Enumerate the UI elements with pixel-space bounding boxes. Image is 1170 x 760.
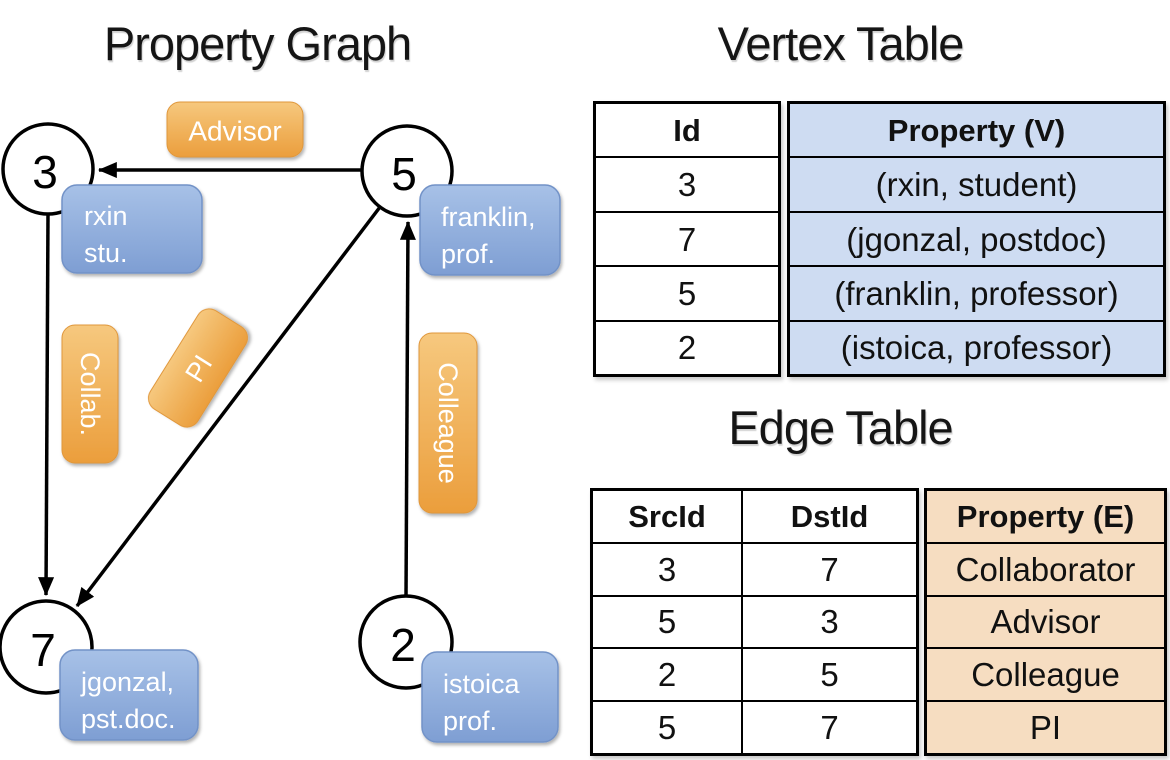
node-2-property-line1: istoica <box>443 669 521 699</box>
property-graph-title: Property Graph <box>103 17 412 70</box>
edge-table-title: Edge Table <box>728 401 953 454</box>
node-2-property-line2: prof. <box>443 706 497 736</box>
edge-src-cell: 3 <box>657 550 677 588</box>
edge-table-header-row: SrcId DstId <box>593 491 916 542</box>
edge-pi-arrow <box>75 205 382 608</box>
node-5-id: 5 <box>391 148 417 200</box>
table-row: 5 3 <box>593 594 916 648</box>
edge-src-cell: 5 <box>657 603 677 641</box>
edge-property-cell: Advisor <box>990 603 1101 641</box>
table-row: Advisor <box>927 594 1164 648</box>
vertex-property-cell: (rxin, student) <box>875 166 1078 204</box>
table-row: PI <box>927 700 1164 753</box>
edge-src-cell: 5 <box>657 709 677 747</box>
table-row: (istoica, professor) <box>790 319 1163 374</box>
node-3-property-line2: stu. <box>84 238 128 268</box>
edge-src-cell: 2 <box>657 656 677 694</box>
table-row: 3 7 <box>593 541 916 595</box>
edge-table-col-dstid: DstId <box>741 491 916 542</box>
vertex-property-cell: (franklin, professor) <box>834 274 1119 312</box>
table-row: 3 <box>596 156 778 210</box>
table-row: (rxin, student) <box>790 156 1163 210</box>
edge-property-cell: PI <box>1029 709 1062 747</box>
node-3-property-box: rxin stu. <box>61 184 203 274</box>
table-row: 5 7 <box>593 700 916 753</box>
node-3-property-line1: rxin <box>84 201 128 231</box>
vertex-table-header-row: Id <box>596 104 778 156</box>
table-row: 2 <box>596 319 778 374</box>
table-row: 5 <box>596 265 778 319</box>
node-5-property-line2: prof. <box>441 239 495 269</box>
edge-dst-cell: 3 <box>741 596 916 648</box>
edge-dst-cell: 7 <box>741 543 916 595</box>
vertex-table-title: Vertex Table <box>717 17 965 70</box>
vertex-id-cell: 5 <box>677 274 697 312</box>
table-row: 2 5 <box>593 647 916 701</box>
table-row: (jgonzal, postdoc) <box>790 210 1163 265</box>
vertex-table-col-property: Property (V) <box>887 112 1066 148</box>
node-3-id: 3 <box>32 146 58 198</box>
node-5-property-box: franklin, prof. <box>419 184 561 276</box>
vertex-table: Id 3 7 5 2 Property (V) (rxin, student) … <box>593 101 1166 377</box>
node-5-property-line1: franklin, <box>441 202 536 232</box>
vertex-id-cell: 7 <box>677 220 697 258</box>
edge-label-colleague: Colleague <box>418 332 478 514</box>
edge-label-collab: Collab. <box>61 324 119 464</box>
edge-table-col-srcid: SrcId <box>628 498 706 534</box>
vertex-id-cell: 2 <box>677 329 697 367</box>
vertex-table-id-column: Id 3 7 5 2 <box>593 101 781 377</box>
vertex-property-cell: (jgonzal, postdoc) <box>846 220 1107 258</box>
vertex-table-header-row: Property (V) <box>790 104 1163 156</box>
edge-table-col-property: Property (E) <box>956 498 1135 534</box>
node-2-id: 2 <box>390 619 416 671</box>
node-7-id: 7 <box>30 624 56 676</box>
table-row: Colleague <box>927 647 1164 700</box>
node-7-property-line2: pst.doc. <box>81 704 176 734</box>
edge-dst-cell: 7 <box>741 702 916 753</box>
edge-label-advisor: Advisor <box>166 101 304 158</box>
edge-table-id-columns: SrcId DstId 3 7 5 3 2 5 5 7 <box>590 488 919 756</box>
vertex-table-property-column: Property (V) (rxin, student) (jgonzal, p… <box>787 101 1166 377</box>
table-row: 7 <box>596 210 778 265</box>
edge-table-property-column: Property (E) Collaborator Advisor Collea… <box>924 488 1167 756</box>
edge-collab-arrow <box>38 213 55 597</box>
edge-label-advisor-text: Advisor <box>188 116 281 147</box>
edge-property-cell: Collaborator <box>955 550 1136 588</box>
edge-label-colleague-text: Colleague <box>433 362 463 484</box>
edge-property-cell: Colleague <box>971 656 1120 694</box>
vertex-table-col-id: Id <box>673 112 701 148</box>
edge-table-header-row: Property (E) <box>927 491 1164 542</box>
edge-colleague-arrow <box>399 220 416 598</box>
edge-label-collab-text: Collab. <box>75 352 105 436</box>
vertex-id-cell: 3 <box>677 166 697 204</box>
edge-table: SrcId DstId 3 7 5 3 2 5 5 7 Property (E)… <box>590 488 1167 756</box>
edge-label-pi: PI <box>147 308 249 428</box>
vertex-property-cell: (istoica, professor) <box>840 329 1113 367</box>
table-row: Collaborator <box>927 541 1164 595</box>
property-graph-diagram: 3 5 7 2 Advisor Collab. PI Colleague rxi… <box>0 101 561 743</box>
edge-dst-cell: 5 <box>741 649 916 701</box>
node-7-property-line1: jgonzal, <box>80 667 174 697</box>
node-2-property-box: istoica prof. <box>421 651 559 743</box>
table-row: (franklin, professor) <box>790 265 1163 319</box>
node-7-property-box: jgonzal, pst.doc. <box>59 649 199 741</box>
